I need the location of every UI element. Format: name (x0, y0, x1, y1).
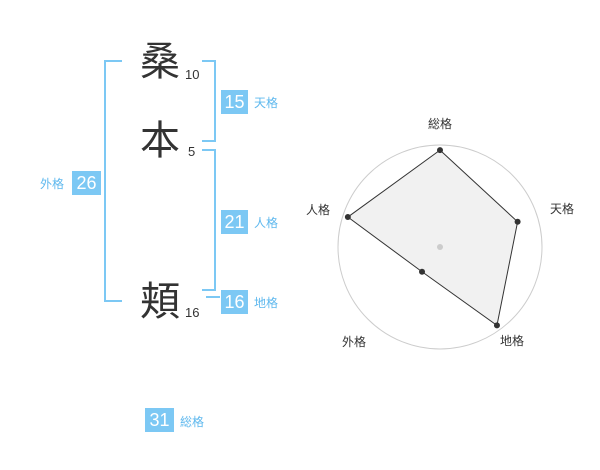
name-char-2-strokes: 5 (188, 144, 196, 159)
radar-point-4 (419, 268, 426, 275)
gaikaku-value: 26 (72, 171, 101, 195)
radar-axis-label: 外格 (342, 335, 367, 349)
gaikaku-label: 外格 (40, 177, 65, 191)
tenkaku-bracket (202, 60, 216, 142)
radar-point-1 (437, 147, 443, 154)
radar-point-2 (514, 218, 521, 225)
tenkaku-value: 15 (221, 90, 248, 114)
chikaku-label: 地格 (254, 296, 279, 310)
gaikaku-bracket (104, 60, 122, 302)
radar-axis-label: 人格 (306, 203, 331, 217)
soukaku-value: 31 (145, 408, 174, 432)
name-char-3: 頬 (140, 279, 180, 325)
name-char-2: 本 (140, 118, 180, 164)
radar-point-5 (344, 214, 351, 221)
radar-series-area (346, 149, 519, 327)
name-char-3-strokes: 16 (185, 305, 200, 320)
chikaku-connector (206, 296, 220, 298)
radar-point-3 (493, 322, 500, 329)
radar-axis-label: 天格 (550, 202, 575, 216)
name-char-1: 桑 (140, 39, 180, 85)
soukaku-label: 総格 (180, 415, 205, 429)
jinkaku-value: 21 (221, 210, 248, 234)
jinkaku-bracket (202, 149, 216, 291)
tenkaku-label: 天格 (254, 96, 279, 110)
radar-center-dot (437, 244, 443, 250)
chikaku-value: 16 (221, 290, 248, 314)
name-char-1-strokes: 10 (185, 67, 200, 82)
radar-axis-label: 総格 (428, 117, 453, 131)
radar-axis-label: 地格 (500, 334, 525, 348)
jinkaku-label: 人格 (254, 216, 279, 230)
